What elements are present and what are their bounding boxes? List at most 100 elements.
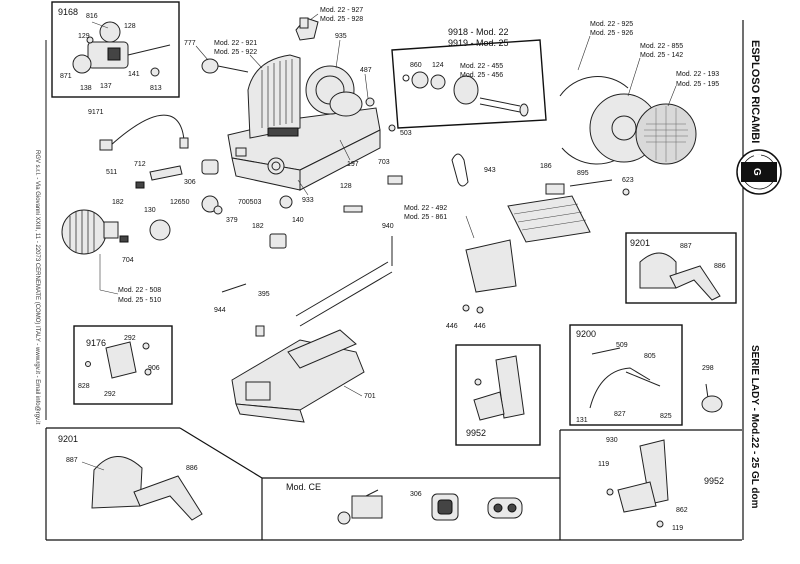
box-mod-ce: Mod. CE 306	[286, 482, 523, 525]
slice-tray-drawing	[465, 195, 591, 293]
box-9168-id: 9168	[58, 7, 78, 17]
label-503: 503	[400, 130, 412, 137]
label-306: 306	[184, 179, 196, 186]
label-940: 940	[382, 223, 394, 230]
logo-letter-r: R	[751, 154, 762, 162]
knob-777-drawing	[201, 58, 249, 74]
label-197: 197	[347, 161, 359, 168]
label-704: 704	[122, 257, 134, 264]
box-9918: 9918 - Mod. 22 9919 - Mod. 25 860 124 Mo…	[391, 27, 547, 129]
label-mod22-508: Mod. 22 - 508	[118, 287, 161, 294]
label-887-bottom: 887	[66, 457, 78, 464]
label-mod25-926: Mod. 25 - 926	[590, 30, 633, 37]
label-mod22-193: Mod. 22 - 193	[676, 71, 719, 78]
box-9201-right: 9201 887 886	[625, 232, 737, 304]
label-306-ce: 306	[410, 491, 422, 498]
label-mod25-510: Mod. 25 - 510	[118, 297, 161, 304]
label-395: 395	[258, 291, 270, 298]
label-862: 862	[676, 507, 688, 514]
label-886-right: 886	[714, 263, 726, 270]
label-128: 128	[124, 23, 136, 30]
label-186: 186	[540, 163, 552, 170]
label-509: 509	[616, 342, 628, 349]
box-9200: 9200 509 805 131 827 825	[569, 324, 683, 426]
label-mod25-861: Mod. 25 - 861	[404, 214, 447, 221]
label-9171: 9171	[88, 109, 104, 116]
label-895: 895	[577, 170, 589, 177]
rgv-logo: R G V	[736, 149, 782, 195]
label-mod25-922: Mod. 25 - 922	[214, 49, 257, 56]
box-9952-center-id: 9952	[466, 428, 486, 438]
label-777: 777	[184, 40, 196, 47]
carriage-rods-drawing	[295, 236, 393, 327]
label-182-top: 182	[112, 199, 124, 206]
label-944: 944	[214, 307, 226, 314]
label-871: 871	[60, 73, 72, 80]
label-128-body: 128	[340, 183, 352, 190]
label-119-top: 119	[598, 461, 609, 468]
box-9176-id: 9176	[86, 338, 106, 348]
slicer-main-body	[227, 54, 381, 191]
logo-letter-g: G	[751, 168, 762, 176]
blade-ring-drawing	[559, 76, 697, 165]
belt-drawing	[451, 153, 469, 187]
label-860: 860	[410, 62, 422, 69]
label-813: 813	[150, 85, 162, 92]
label-141: 141	[128, 71, 140, 78]
label-131: 131	[576, 417, 588, 424]
label-182-mid: 182	[252, 223, 264, 230]
label-mod22-455: Mod. 22 - 455	[460, 63, 503, 70]
label-712: 712	[134, 161, 146, 168]
box-9176: 9176 292 828 292 906	[73, 325, 173, 405]
bottom-frame	[45, 427, 742, 541]
label-701: 701	[364, 393, 376, 400]
sheet-title-bottom: SERIE LADY - Mod.22 - 25 GL dom	[749, 345, 760, 509]
box-9952-bottom-id: 9952	[704, 476, 724, 486]
power-cord-drawing	[99, 114, 189, 151]
sheet-title-top: ESPLOSO RICAMBI	[749, 40, 761, 143]
label-130: 130	[144, 207, 156, 214]
label-487: 487	[360, 67, 372, 74]
label-mod25-456: Mod. 25 - 456	[460, 72, 503, 79]
right-sidebar: ESPLOSO RICAMBI R G V SERIE LADY - Mod.2…	[34, 20, 782, 540]
box-9952-bottom: 930 119 862 119 9952	[598, 437, 724, 532]
mod-ce-title: Mod. CE	[286, 482, 321, 492]
label-828: 828	[78, 383, 90, 390]
label-138: 138	[80, 85, 92, 92]
sharpener-top-drawing	[295, 17, 319, 41]
label-mod25-928: Mod. 25 - 928	[320, 16, 363, 23]
label-943: 943	[484, 167, 496, 174]
handle-298-drawing	[701, 383, 723, 413]
motor-assembly-drawing	[72, 21, 171, 77]
label-119-bottom: 119	[672, 525, 683, 532]
label-700503: 700503	[238, 199, 261, 206]
blade-hub-drawing	[402, 71, 529, 117]
box-9918-line2: 9919 - Mod. 25	[448, 38, 509, 48]
label-935: 935	[335, 33, 347, 40]
label-mod22-925: Mod. 22 - 925	[590, 21, 633, 28]
label-137: 137	[100, 83, 112, 90]
label-129: 129	[78, 33, 90, 40]
label-mod22-855: Mod. 22 - 855	[640, 43, 683, 50]
label-mod22-492: Mod. 22 - 492	[404, 205, 447, 212]
label-703: 703	[378, 159, 390, 166]
label-906: 906	[148, 365, 160, 372]
label-446-left: 446	[446, 323, 458, 330]
label-292-top: 292	[124, 335, 136, 342]
label-930: 930	[606, 437, 618, 444]
label-827: 827	[614, 411, 626, 418]
motor-drawing	[61, 209, 171, 255]
label-124: 124	[432, 62, 444, 69]
label-886-bottom: 886	[186, 465, 198, 472]
label-292-bottom: 292	[104, 391, 116, 398]
label-379: 379	[226, 217, 238, 224]
box-9201-bottom: 9201 887 886	[58, 434, 203, 521]
label-623: 623	[622, 177, 634, 184]
label-511: 511	[106, 169, 117, 176]
label-446-right: 446	[474, 323, 486, 330]
label-mod25-195: Mod. 25 - 195	[676, 81, 719, 88]
logo-letter-v: V	[751, 182, 762, 189]
label-933: 933	[302, 197, 314, 204]
box-9201-right-id: 9201	[630, 238, 650, 248]
